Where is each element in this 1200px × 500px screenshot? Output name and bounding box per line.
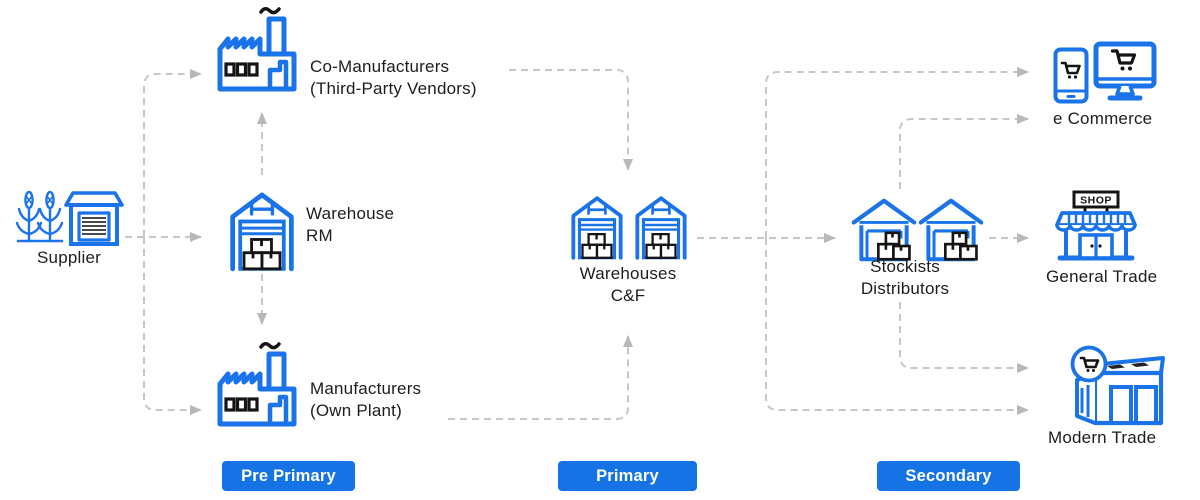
ecommerce-label: e Commerce <box>1053 109 1153 128</box>
edge-stockists-to-modern-trade <box>899 302 1029 373</box>
edge-warehouses-cf-to-modern-trade <box>765 238 1029 415</box>
stockist-shed-icon-2 <box>918 198 984 262</box>
edge-warehouses-cf-to-ecommerce <box>765 67 1029 238</box>
co-manufacturers-label-line1: Co-Manufacturers <box>310 57 450 76</box>
modern-trade-store-icon <box>1070 345 1165 426</box>
manufacturers-factory-icon <box>217 342 297 427</box>
warehouse-rm-icon <box>230 192 294 272</box>
manufacturers-label-line1: Manufacturers <box>310 379 422 398</box>
warehouse-rm-label: Warehouse RM <box>306 203 394 247</box>
edge-stockists-to-ecommerce <box>899 114 1029 189</box>
stockists-label: Stockists Distributors <box>830 256 980 300</box>
warehouses-cf-label-line2: C&F <box>610 286 646 305</box>
manufacturers-label-line2: (Own Plant) <box>310 401 402 420</box>
warehouse-rm-label-line2: RM <box>306 226 333 245</box>
warehouses-cf-label: Warehouses C&F <box>556 263 700 307</box>
stage-badge-secondary: Secondary <box>877 461 1020 491</box>
warehouse-rm-label-line1: Warehouse <box>306 204 395 223</box>
cart-glyph <box>1110 49 1137 71</box>
modern-trade-label: Modern Trade <box>1048 428 1157 447</box>
supplier-icon <box>15 190 124 246</box>
stage-badge-pre-primary: Pre Primary <box>222 461 355 491</box>
edge-manufacturers-to-warehouses-cf <box>448 335 633 420</box>
ecommerce-phone-icon <box>1053 47 1089 104</box>
shop-sign-text: SHOP <box>1080 195 1112 207</box>
stockists-label-line1: Stockists <box>870 257 940 276</box>
co-manufacturers-factory-icon <box>217 7 297 92</box>
edge-co-manufacturers-to-warehouses-cf <box>509 69 633 171</box>
warehouses-cf-label-line1: Warehouses <box>579 264 677 283</box>
general-trade-shop-icon: SHOP <box>1055 190 1137 261</box>
stockists-label-line2: Distributors <box>860 279 950 298</box>
manufacturers-label: Manufacturers (Own Plant) <box>310 378 421 422</box>
co-manufacturers-label-line2: (Third-Party Vendors) <box>310 79 477 98</box>
edge-supplier-to-co-manufacturers <box>143 69 202 237</box>
supplier-label: Supplier <box>37 248 101 267</box>
general-trade-label: General Trade <box>1046 267 1158 286</box>
co-manufacturers-label: Co-Manufacturers (Third-Party Vendors) <box>310 56 477 100</box>
cart-glyph <box>1079 356 1100 372</box>
stockist-shed-icon-1 <box>851 198 917 262</box>
cart-glyph <box>1060 61 1081 79</box>
warehouse-cf-icon-1 <box>571 196 623 260</box>
edge-supplier-to-manufacturers <box>143 237 202 415</box>
stage-badge-primary: Primary <box>558 461 697 491</box>
warehouse-cf-icon-2 <box>635 196 687 260</box>
ecommerce-monitor-icon <box>1093 41 1157 101</box>
